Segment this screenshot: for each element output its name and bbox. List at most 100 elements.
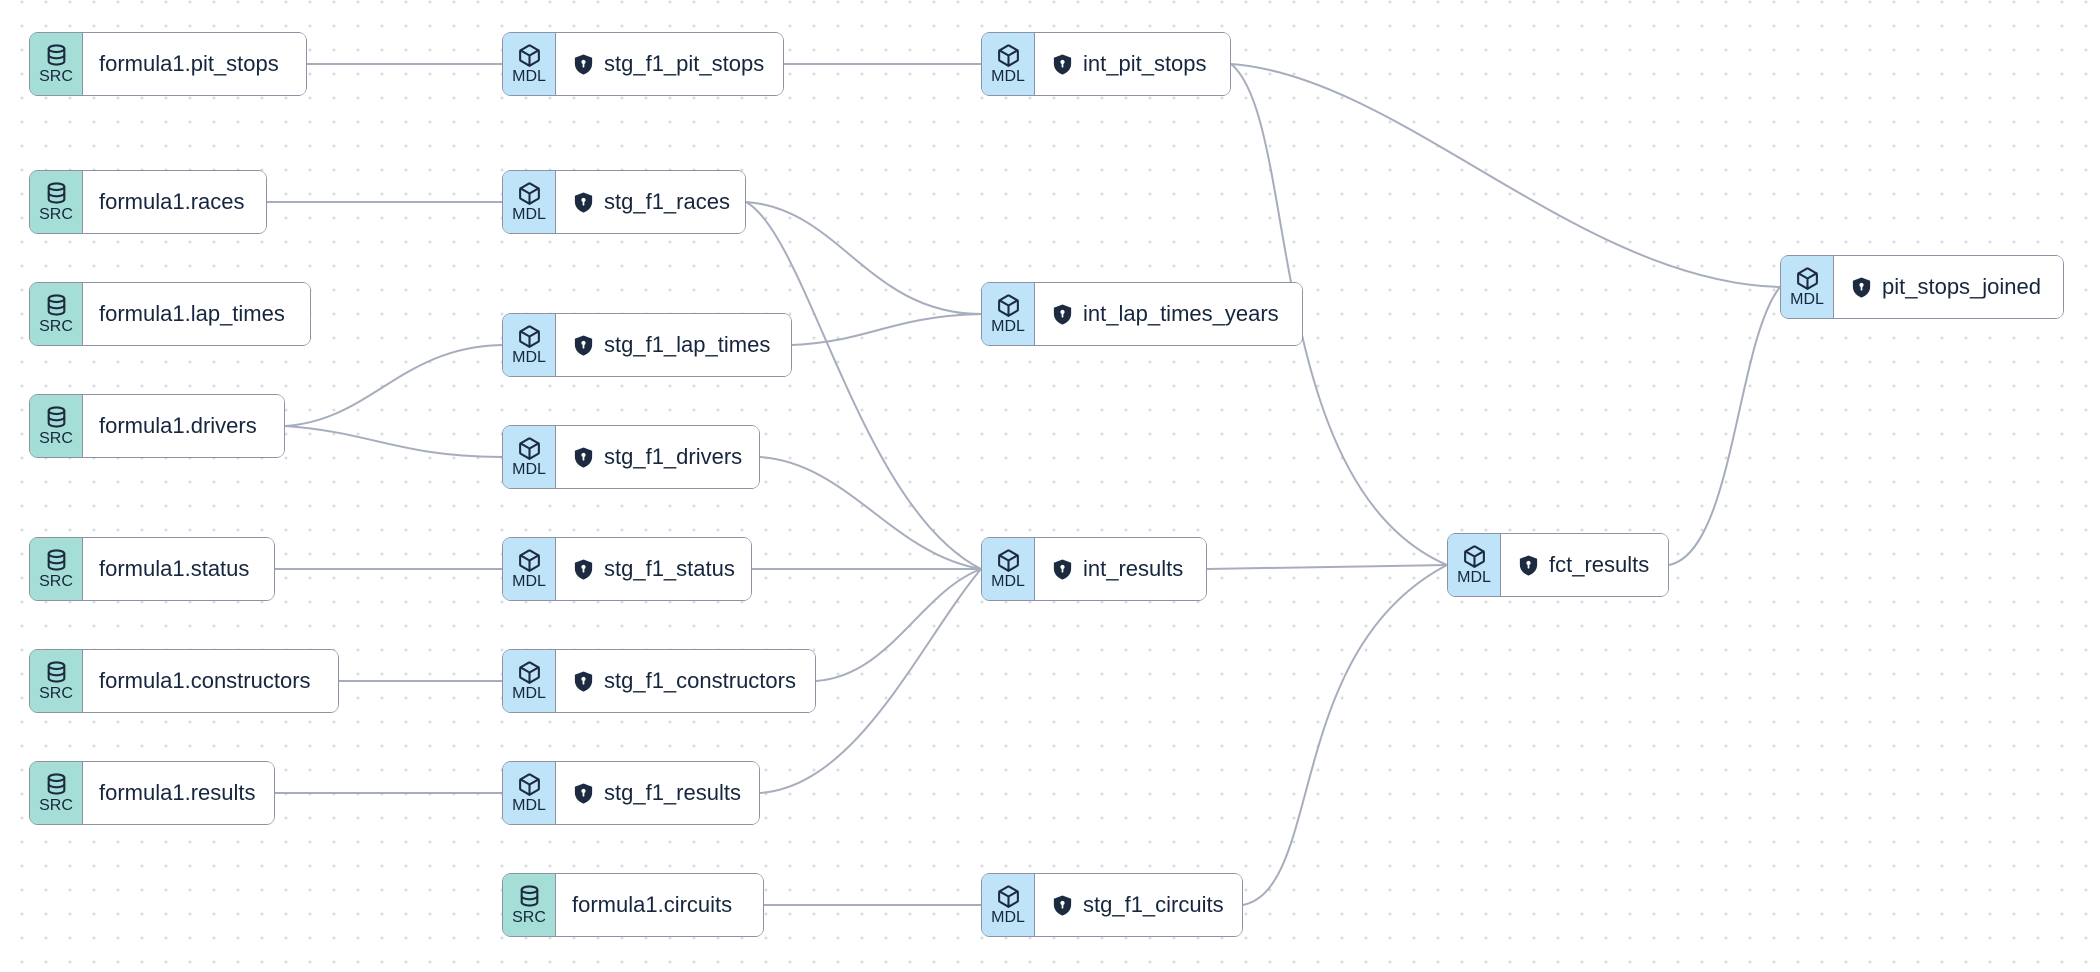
- model-badge: MDL: [982, 33, 1035, 95]
- badge-label: MDL: [512, 206, 546, 223]
- source-badge: SRC: [30, 538, 83, 600]
- node-source-formula1-results[interactable]: SRC formula1.results: [29, 761, 275, 825]
- node-source-formula1-races[interactable]: SRC formula1.races: [29, 170, 267, 234]
- badge-label: MDL: [991, 68, 1025, 85]
- cube-icon: [517, 436, 542, 461]
- model-badge: MDL: [503, 314, 556, 376]
- badge-label: MDL: [1457, 569, 1491, 586]
- node-source-formula1-drivers[interactable]: SRC formula1.drivers: [29, 394, 285, 458]
- cube-icon: [517, 772, 542, 797]
- badge-label: SRC: [39, 430, 73, 447]
- database-icon: [44, 772, 69, 797]
- badge-label: MDL: [991, 573, 1025, 590]
- edge-stg_f1_drivers-to-int_results: [759, 456, 982, 570]
- cube-icon: [996, 293, 1021, 318]
- node-pit-stops-joined[interactable]: MDL pit_stops_joined: [1780, 255, 2064, 319]
- edge-src-drivers-to-stg_f1_lap_times: [284, 344, 503, 427]
- node-int-pit-stops[interactable]: MDL int_pit_stops: [981, 32, 1231, 96]
- badge-label: MDL: [991, 318, 1025, 335]
- shield-icon: [1051, 303, 1074, 326]
- badge-label: SRC: [39, 573, 73, 590]
- badge-label: MDL: [512, 685, 546, 702]
- shield-icon: [572, 191, 595, 214]
- source-badge: SRC: [30, 650, 83, 712]
- source-badge: SRC: [30, 395, 83, 457]
- badge-label: MDL: [512, 461, 546, 478]
- node-fct-results[interactable]: MDL fct_results: [1447, 533, 1669, 597]
- node-source-formula1-constructors[interactable]: SRC formula1.constructors: [29, 649, 339, 713]
- shield-icon: [1517, 554, 1540, 577]
- node-source-formula1-circuits[interactable]: SRC formula1.circuits: [502, 873, 764, 937]
- source-badge: SRC: [503, 874, 556, 936]
- badge-label: MDL: [991, 909, 1025, 926]
- node-label: stg_f1_races: [604, 189, 730, 214]
- edge-stg_f1_races-to-int_results: [745, 201, 982, 570]
- node-label: formula1.races: [99, 189, 245, 214]
- database-icon: [44, 181, 69, 206]
- edge-stg_f1_races-to-int_lap_times_years: [745, 201, 982, 315]
- cube-icon: [517, 660, 542, 685]
- model-badge: MDL: [503, 762, 556, 824]
- node-label: formula1.results: [99, 780, 256, 805]
- database-icon: [44, 548, 69, 573]
- node-int-lap-times-years[interactable]: MDL int_lap_times_years: [981, 282, 1303, 346]
- node-label: formula1.circuits: [572, 892, 733, 917]
- edge-src-drivers-to-stg_f1_drivers: [284, 425, 503, 458]
- badge-label: SRC: [39, 68, 73, 85]
- edge-stg_f1_constructors-to-int_results: [815, 568, 982, 682]
- shield-icon: [1051, 558, 1074, 581]
- node-label: stg_f1_pit_stops: [604, 51, 765, 76]
- shield-icon: [572, 334, 595, 357]
- node-stg-f1-results[interactable]: MDL stg_f1_results: [502, 761, 760, 825]
- shield-icon: [1850, 276, 1873, 299]
- model-badge: MDL: [982, 538, 1035, 600]
- badge-label: MDL: [1790, 291, 1824, 308]
- cube-icon: [996, 43, 1021, 68]
- cube-icon: [517, 324, 542, 349]
- source-badge: SRC: [30, 171, 83, 233]
- node-stg-f1-circuits[interactable]: MDL stg_f1_circuits: [981, 873, 1243, 937]
- node-stg-f1-status[interactable]: MDL stg_f1_status: [502, 537, 752, 601]
- edge-stg_f1_lap_times-to-int_lap_times_years: [791, 313, 982, 346]
- badge-label: MDL: [512, 797, 546, 814]
- model-badge: MDL: [503, 426, 556, 488]
- model-badge: MDL: [503, 33, 556, 95]
- node-label: int_lap_times_years: [1083, 301, 1279, 326]
- cube-icon: [996, 548, 1021, 573]
- node-stg-f1-races[interactable]: MDL stg_f1_races: [502, 170, 746, 234]
- database-icon: [44, 43, 69, 68]
- node-stg-f1-constructors[interactable]: MDL stg_f1_constructors: [502, 649, 816, 713]
- node-label: stg_f1_drivers: [604, 444, 743, 469]
- badge-label: MDL: [512, 68, 546, 85]
- node-source-formula1-pit-stops[interactable]: SRC formula1.pit_stops: [29, 32, 307, 96]
- node-source-formula1-status[interactable]: SRC formula1.status: [29, 537, 275, 601]
- source-badge: SRC: [30, 33, 83, 95]
- node-int-results[interactable]: MDL int_results: [981, 537, 1207, 601]
- model-badge: MDL: [982, 874, 1035, 936]
- node-stg-f1-drivers[interactable]: MDL stg_f1_drivers: [502, 425, 760, 489]
- badge-label: SRC: [512, 909, 546, 926]
- edge-fct_results-to-pit_stops_joined: [1668, 286, 1781, 566]
- cube-icon: [996, 884, 1021, 909]
- model-badge: MDL: [982, 283, 1035, 345]
- shield-icon: [572, 446, 595, 469]
- badge-label: SRC: [39, 797, 73, 814]
- node-source-formula1-lap-times[interactable]: SRC formula1.lap_times: [29, 282, 311, 346]
- node-label: formula1.lap_times: [99, 301, 285, 326]
- shield-icon: [572, 782, 595, 805]
- node-label: int_results: [1083, 556, 1184, 581]
- node-label: formula1.pit_stops: [99, 51, 279, 76]
- shield-icon: [1051, 894, 1074, 917]
- node-stg-f1-lap-times[interactable]: MDL stg_f1_lap_times: [502, 313, 792, 377]
- database-icon: [517, 884, 542, 909]
- cube-icon: [517, 43, 542, 68]
- shield-icon: [572, 558, 595, 581]
- database-icon: [44, 405, 69, 430]
- edge-int_pit_stops-to-pit_stops_joined: [1230, 63, 1781, 288]
- shield-icon: [572, 53, 595, 76]
- node-label: stg_f1_results: [604, 780, 741, 805]
- badge-label: SRC: [39, 685, 73, 702]
- node-stg-f1-pit-stops[interactable]: MDL stg_f1_pit_stops: [502, 32, 784, 96]
- edge-int_results-to-fct_results: [1206, 564, 1448, 570]
